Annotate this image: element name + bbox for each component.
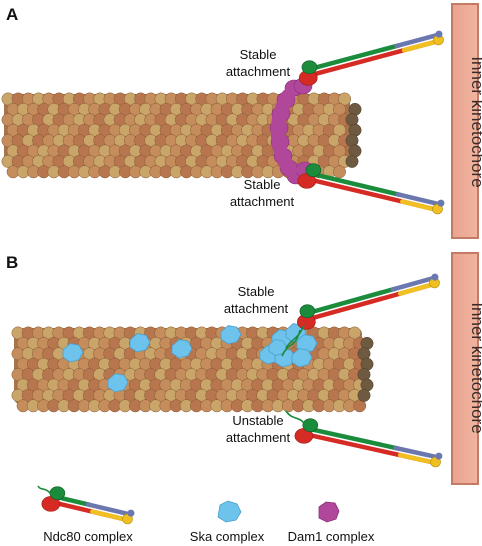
ndc80-head-green: [299, 304, 316, 319]
legend: Ndc80 complex Ska complex Dam1 complex: [37, 485, 375, 544]
ndc80-complex: [298, 30, 444, 86]
panel-a-label: A: [6, 5, 18, 24]
ndc80-rod-icon: [37, 485, 135, 525]
dam1-ring-band: [270, 89, 297, 177]
ndc80-complex: [281, 273, 440, 357]
ndc80-stalk-blue: [395, 192, 441, 207]
ndc80-stalk-green: [303, 43, 401, 73]
ska-complex: [171, 339, 193, 359]
inner-kinetochore-b: Inner kinetochore: [451, 252, 482, 485]
ska-blob-icon: [217, 500, 242, 523]
tubulin-subunit: [333, 102, 346, 116]
ndc80-head-green: [302, 418, 319, 432]
ndc80-stalk-blue: [390, 275, 436, 292]
dam1-blob-icon: [318, 501, 340, 523]
panel-b-top-attachment-line2: attachment: [224, 301, 289, 316]
inner-kinetochore-a: Inner kinetochore: [451, 3, 482, 239]
inner-kinetochore-b-label: Inner kinetochore: [468, 302, 482, 433]
ndc80-complex: [297, 163, 445, 215]
microtubule-end-subunit: [357, 388, 371, 402]
ndc80-complexes-b: [281, 273, 443, 468]
ndc80-stalk-blue: [393, 445, 439, 460]
microtubule-a: [1, 92, 362, 179]
tubulin-subunit: [333, 144, 346, 158]
tubulin-subunit: [333, 123, 346, 137]
microtubule-b: [11, 326, 374, 413]
ndc80-head-green: [49, 486, 66, 500]
panel-b-bottom-attachment-line1: Unstable: [232, 413, 283, 428]
panel-a: A Inner kinetochore Stable attachment St…: [1, 3, 482, 239]
ndc80-stalk-green: [301, 286, 397, 317]
ska-complex: [129, 333, 151, 353]
ndc80-tip-blue: [127, 509, 135, 517]
ndc80-complex: [37, 485, 135, 525]
tubulin-subunit: [338, 92, 352, 106]
ska-complex: [107, 373, 129, 393]
ska-complex: [220, 325, 242, 345]
ndc80-complex: [285, 410, 443, 468]
ska-complexes: [62, 323, 318, 393]
microtubule-end-subunit: [345, 154, 359, 168]
ndc80-tip-blue: [435, 452, 443, 460]
ndc80-tip-blue: [437, 199, 445, 207]
tubulin-subunit: [348, 326, 362, 340]
ndc80-stalk-green: [303, 425, 400, 451]
ndc80-stalk-blue: [394, 32, 440, 49]
ndc80-tip-blue: [431, 273, 439, 281]
ndc80-head-green: [301, 60, 318, 75]
panel-b-bottom-attachment-line2: attachment: [226, 430, 291, 445]
ndc80-complexes-a: [297, 30, 445, 215]
legend-ndc80-label: Ndc80 complex: [43, 529, 133, 544]
ndc80-tip-blue: [435, 30, 443, 38]
panel-b: B Inner kinetochore Stable attachment Un…: [6, 252, 482, 485]
legend-ska-label: Ska complex: [190, 529, 265, 544]
ndc80-stalk-blue: [85, 502, 131, 517]
panel-a-bottom-attachment-line2: attachment: [230, 194, 295, 209]
panel-a-top-attachment-line2: attachment: [226, 64, 291, 79]
ndc80-stalk-yellow: [397, 452, 438, 466]
ndc80-stalk-yellow: [397, 281, 438, 296]
panel-a-top-attachment-line1: Stable: [240, 47, 277, 62]
ska-complex: [291, 348, 313, 368]
panel-b-top-attachment-line1: Stable: [238, 284, 275, 299]
legend-dam1-label: Dam1 complex: [288, 529, 375, 544]
ndc80-stalk-green: [306, 170, 403, 198]
ndc80-stalk-yellow: [401, 38, 442, 53]
ndc80-stalk-yellow: [400, 199, 440, 213]
tubulin-subunit: [333, 165, 346, 179]
inner-kinetochore-a-label: Inner kinetochore: [468, 56, 482, 187]
panel-a-bottom-attachment-line1: Stable: [244, 177, 281, 192]
ndc80-tail: [285, 410, 305, 424]
ndc80-stalk-yellow: [90, 509, 130, 523]
ndc80-tail: [281, 324, 305, 357]
ndc80-head-green: [305, 163, 322, 177]
ska-complex: [62, 343, 84, 363]
panel-b-label: B: [6, 253, 18, 272]
ndc80-tail: [37, 485, 51, 494]
